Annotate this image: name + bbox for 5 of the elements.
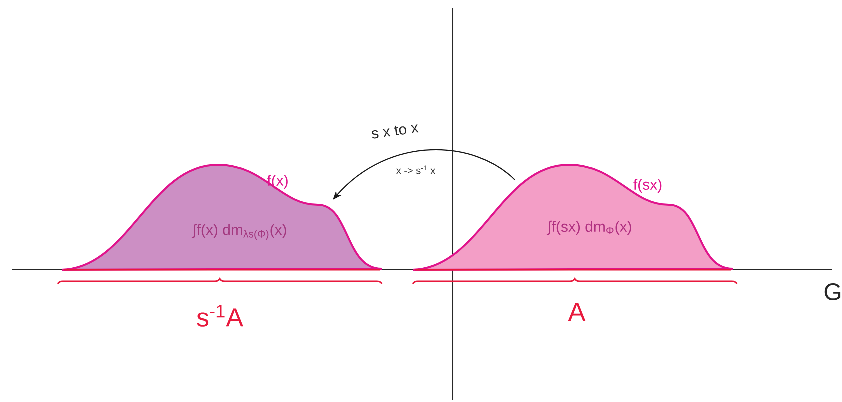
set-label: s$^{-1}$A [197, 305, 244, 327]
edge-label: s x to x [372, 124, 420, 139]
set-label: A [568, 303, 586, 321]
axis-label: G [824, 284, 841, 300]
curve-label: f(sx) [634, 179, 662, 193]
